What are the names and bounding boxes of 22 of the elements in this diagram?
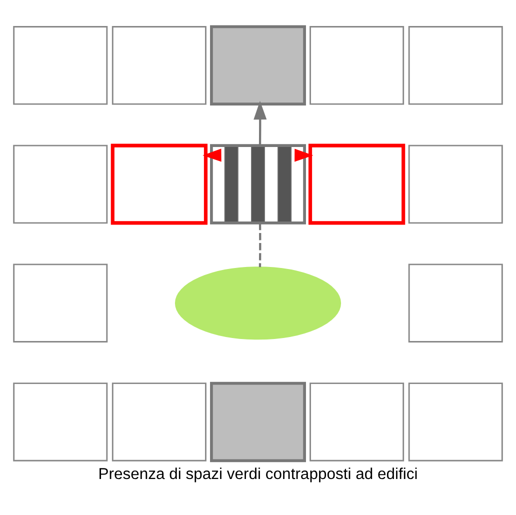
node-box <box>310 382 404 461</box>
node-box <box>13 26 108 104</box>
node-box <box>310 26 404 104</box>
node-box <box>112 382 206 461</box>
connector <box>258 222 262 267</box>
node-box <box>13 144 108 224</box>
node-box <box>408 263 503 342</box>
node-box <box>110 143 208 224</box>
node-box <box>408 382 503 461</box>
node-box <box>408 144 503 224</box>
node-box <box>112 26 206 104</box>
node-box <box>210 381 306 462</box>
arrow <box>254 100 267 146</box>
node-box <box>13 263 108 342</box>
node-box <box>408 26 503 104</box>
node-box <box>308 143 406 224</box>
node-box <box>13 382 108 461</box>
node-box <box>210 24 306 105</box>
arrow <box>202 148 222 162</box>
node-ellipse <box>174 266 342 340</box>
caption: Presenza di spazi verdi contrapposti ad edifici <box>98 465 418 482</box>
arrow <box>294 148 314 162</box>
